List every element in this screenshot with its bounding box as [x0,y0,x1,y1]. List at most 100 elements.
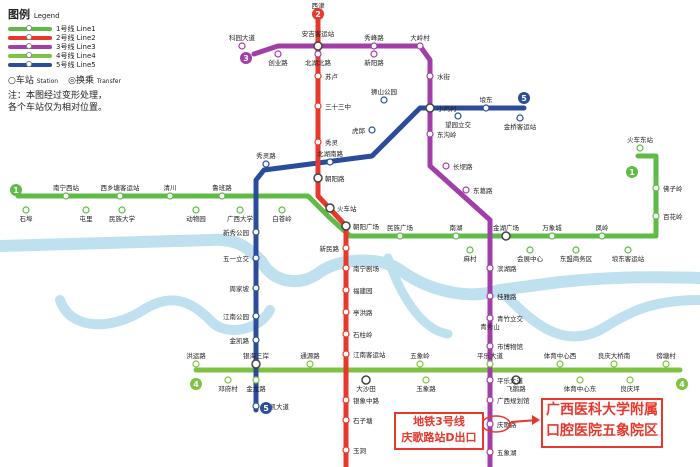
station[interactable]: 金龙路 [246,376,266,393]
station[interactable]: 苏卢 [314,72,339,81]
station[interactable]: 通源路 [300,351,320,368]
station[interactable]: 佛子岭 [652,184,683,193]
station[interactable]: 鲁班路 [212,183,232,200]
station-marker[interactable] [426,72,434,80]
station[interactable]: 福建园 [342,286,373,295]
transfer-station-marker[interactable] [511,375,521,385]
station[interactable]: 大岭村 [410,33,430,50]
station-marker[interactable] [116,192,124,200]
station[interactable]: 水街 [426,72,451,81]
station-marker[interactable] [166,192,174,200]
station-marker[interactable] [422,376,430,384]
station[interactable]: 玉象路 [416,376,436,393]
station-marker[interactable] [306,360,314,368]
station-marker[interactable] [252,228,260,236]
station-marker[interactable] [218,192,226,200]
station-marker[interactable] [314,50,322,58]
station-marker[interactable] [326,158,334,166]
transfer-station-marker[interactable] [313,173,323,183]
station[interactable]: 火车东站 [627,135,654,152]
station-marker[interactable] [576,376,584,384]
station-marker[interactable] [416,42,424,50]
station-marker[interactable] [652,184,660,192]
station-marker[interactable] [610,360,618,368]
station-marker[interactable] [342,330,350,338]
station-marker[interactable] [454,112,462,120]
station[interactable]: 良庆大桥南 [598,351,631,368]
station[interactable]: 虎邱 [352,126,376,135]
station[interactable]: 广西大学 [227,206,254,223]
station[interactable]: 新阳路 [364,50,384,67]
station[interactable]: 清川 [164,183,177,200]
station[interactable]: 江南客运站 [342,350,386,359]
station[interactable]: 万象城 [542,223,562,240]
station-marker[interactable] [236,206,244,214]
station-marker[interactable] [274,50,282,58]
station[interactable]: 石埠 [20,206,34,223]
station[interactable]: 体育中心西 [544,351,577,368]
station-marker[interactable] [426,130,434,138]
station[interactable]: 朝阳路 [313,173,345,183]
station[interactable]: 南湖 [450,223,464,240]
station-marker[interactable] [662,360,670,368]
station[interactable]: 北湖北路 [305,50,332,67]
station[interactable]: 白苍岭 [272,206,292,223]
transfer-station-marker[interactable] [313,41,323,51]
station-marker[interactable] [262,160,270,168]
station[interactable]: 动物园 [186,206,206,223]
station-marker[interactable] [370,50,378,58]
station[interactable]: 麻村 [464,246,478,263]
station[interactable]: 飞鹅路 [506,375,526,393]
station[interactable]: 邓府村 [218,376,238,393]
station[interactable]: 桂雅路 [486,292,517,301]
station[interactable]: 南宁剧场 [342,264,380,273]
station[interactable]: 江南公园 [223,312,260,321]
station-marker[interactable] [314,102,322,110]
station[interactable]: 五一立交 [223,254,260,263]
station-marker[interactable] [598,232,606,240]
station-marker[interactable] [342,244,350,252]
station-marker[interactable] [482,104,490,112]
station-marker[interactable] [652,212,660,220]
station[interactable]: 大沙田 [356,375,376,393]
station[interactable]: 凤岭 [596,223,610,240]
station[interactable]: 东盟商务区 [560,246,593,263]
station[interactable]: 石子塘 [342,416,373,425]
station[interactable]: 广西规划馆 [486,396,530,405]
station[interactable]: 平乐大道 [486,376,524,385]
station-marker[interactable] [516,114,524,122]
station-marker[interactable] [314,72,322,80]
station[interactable]: 安吉客运站 [302,29,335,51]
station[interactable]: 秀峰路 [364,33,384,50]
station-marker[interactable] [252,402,260,410]
station[interactable]: 东葛路 [462,186,493,195]
station[interactable]: 东沟岭 [426,130,457,139]
station-marker[interactable] [466,246,474,254]
station[interactable]: 体育中心东 [564,376,597,393]
station[interactable]: 秀灵路 [256,151,276,168]
station[interactable]: 玉洞 [342,446,367,455]
station-marker[interactable] [368,126,376,134]
station[interactable]: 傍塘村 [656,351,676,368]
station[interactable]: 新秀公园 [223,228,260,237]
station-marker[interactable] [486,376,494,384]
station[interactable]: 望园立交 [445,112,472,129]
station[interactable]: 青秀山 [480,314,500,331]
station-marker[interactable] [486,292,494,300]
station-marker[interactable] [192,360,200,368]
station[interactable]: 埌东 [480,95,494,112]
station[interactable]: 长堽路 [442,162,473,171]
station-marker[interactable] [342,308,350,316]
station[interactable]: 银海三岸 [243,351,270,369]
station-marker[interactable] [252,284,260,292]
station-marker[interactable] [572,246,580,254]
transfer-station-marker[interactable] [361,375,371,385]
station-marker[interactable] [252,254,260,262]
station-marker[interactable] [416,360,424,368]
station-marker[interactable] [118,206,126,214]
station-marker[interactable] [252,312,260,320]
station[interactable]: 火车站 [325,203,357,213]
station[interactable]: 屯里 [80,206,94,223]
station[interactable]: 洪运路 [186,351,206,368]
station-marker[interactable] [278,206,286,214]
